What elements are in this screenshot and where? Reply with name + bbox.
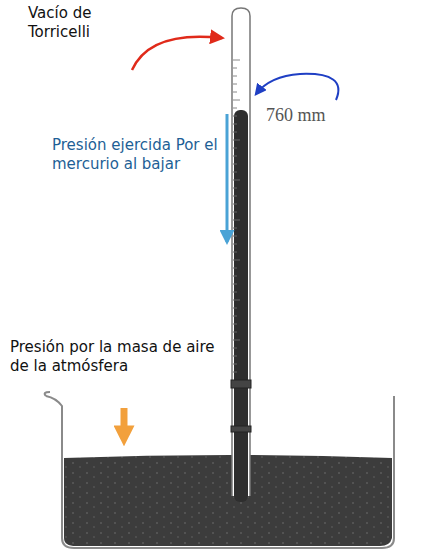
scale-tick bbox=[233, 324, 237, 325]
scale-tick bbox=[233, 68, 237, 69]
scale-tick bbox=[233, 284, 237, 285]
scale-tick bbox=[233, 124, 237, 125]
scale-tick bbox=[233, 364, 237, 365]
scale-tick bbox=[233, 316, 237, 317]
scale-tick bbox=[233, 212, 237, 213]
label: Presión por la masa de aire de la atmósf… bbox=[10, 338, 228, 376]
label: Presión ejercida Por el mercurio al baja… bbox=[52, 136, 220, 174]
pressure-arrow bbox=[226, 114, 229, 242]
scale-tick bbox=[233, 276, 237, 277]
scale-tick bbox=[233, 60, 240, 61]
tube-joint bbox=[231, 426, 251, 432]
scale-tick bbox=[233, 300, 240, 301]
scale-tick bbox=[233, 236, 237, 237]
scale-tick bbox=[233, 92, 237, 93]
scale-tick bbox=[233, 180, 240, 181]
scale-tick bbox=[233, 140, 240, 141]
tube-joint bbox=[231, 380, 251, 388]
scale-tick bbox=[233, 252, 237, 253]
scale-tick bbox=[233, 156, 237, 157]
scale-tick bbox=[233, 308, 237, 309]
scale-marks bbox=[233, 60, 240, 372]
scale-tick bbox=[233, 108, 237, 109]
mercury-bath bbox=[64, 455, 392, 546]
beaker bbox=[46, 396, 394, 548]
mercury-column bbox=[234, 110, 248, 502]
label: Vacío de Torricelli bbox=[28, 4, 148, 42]
scale-tick bbox=[233, 268, 237, 269]
scale-tick bbox=[233, 260, 240, 261]
scale-tick bbox=[233, 356, 237, 357]
scale-tick bbox=[233, 196, 237, 197]
scale-tick bbox=[233, 172, 237, 173]
scale-tick bbox=[233, 204, 237, 205]
scale-tick bbox=[233, 188, 237, 189]
label: 760 mm bbox=[266, 104, 376, 127]
scale-tick bbox=[233, 244, 237, 245]
scale-tick bbox=[233, 76, 237, 77]
atmosphere-arrow bbox=[121, 408, 128, 438]
scale-tick bbox=[233, 164, 237, 165]
scale-tick bbox=[233, 348, 237, 349]
scale-tick bbox=[233, 228, 237, 229]
blue-arrow bbox=[256, 74, 338, 100]
scale-tick bbox=[233, 340, 240, 341]
scale-tick bbox=[233, 372, 237, 373]
beaker-spout bbox=[45, 392, 50, 396]
scale-tick bbox=[233, 100, 240, 101]
scale-tick bbox=[233, 148, 237, 149]
scale-tick bbox=[233, 220, 240, 221]
red-arrow bbox=[132, 37, 222, 70]
scale-tick bbox=[233, 292, 237, 293]
scale-tick bbox=[233, 84, 237, 85]
scale-tick bbox=[233, 132, 237, 133]
scale-tick bbox=[233, 332, 237, 333]
scale-tick bbox=[233, 116, 237, 117]
